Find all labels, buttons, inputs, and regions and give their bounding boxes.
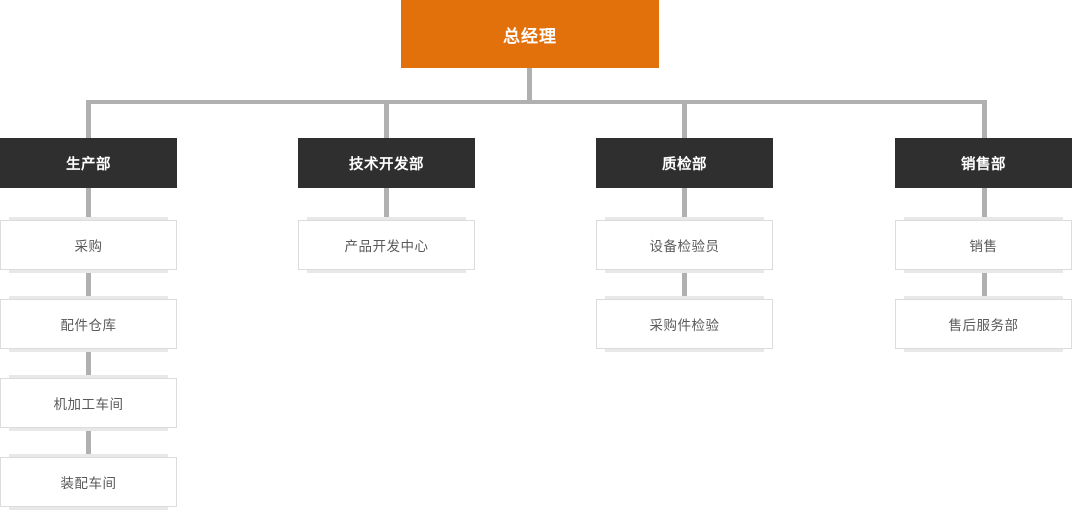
node-root-general-manager[interactable]: 总经理 [401, 0, 659, 68]
node-dept-quality-inspection[interactable]: 质检部 [596, 138, 773, 188]
connector-drop-dept-1 [86, 100, 91, 140]
node-sub-purchasing[interactable]: 采购 [0, 217, 177, 273]
node-sub-product-development-center[interactable]: 产品开发中心 [298, 217, 475, 273]
node-sub-parts-warehouse[interactable]: 配件仓库 [0, 296, 177, 352]
connector-drop-dept-4 [982, 100, 987, 140]
connector-horizontal-bus [86, 100, 987, 104]
connector-root-stem [527, 68, 532, 104]
node-sub-equipment-inspector[interactable]: 设备检验员 [596, 217, 773, 273]
node-sub-machining-workshop[interactable]: 机加工车间 [0, 375, 177, 431]
node-sub-purchased-parts-inspection[interactable]: 采购件检验 [596, 296, 773, 352]
node-sub-assembly-workshop[interactable]: 装配车间 [0, 454, 177, 510]
connector-drop-dept-3 [682, 100, 687, 140]
connector-drop-dept-2 [384, 100, 389, 140]
node-dept-production[interactable]: 生产部 [0, 138, 177, 188]
node-dept-sales[interactable]: 销售部 [895, 138, 1072, 188]
node-sub-after-sales-service[interactable]: 售后服务部 [895, 296, 1072, 352]
node-sub-sales[interactable]: 销售 [895, 217, 1072, 273]
node-dept-technical-development[interactable]: 技术开发部 [298, 138, 475, 188]
